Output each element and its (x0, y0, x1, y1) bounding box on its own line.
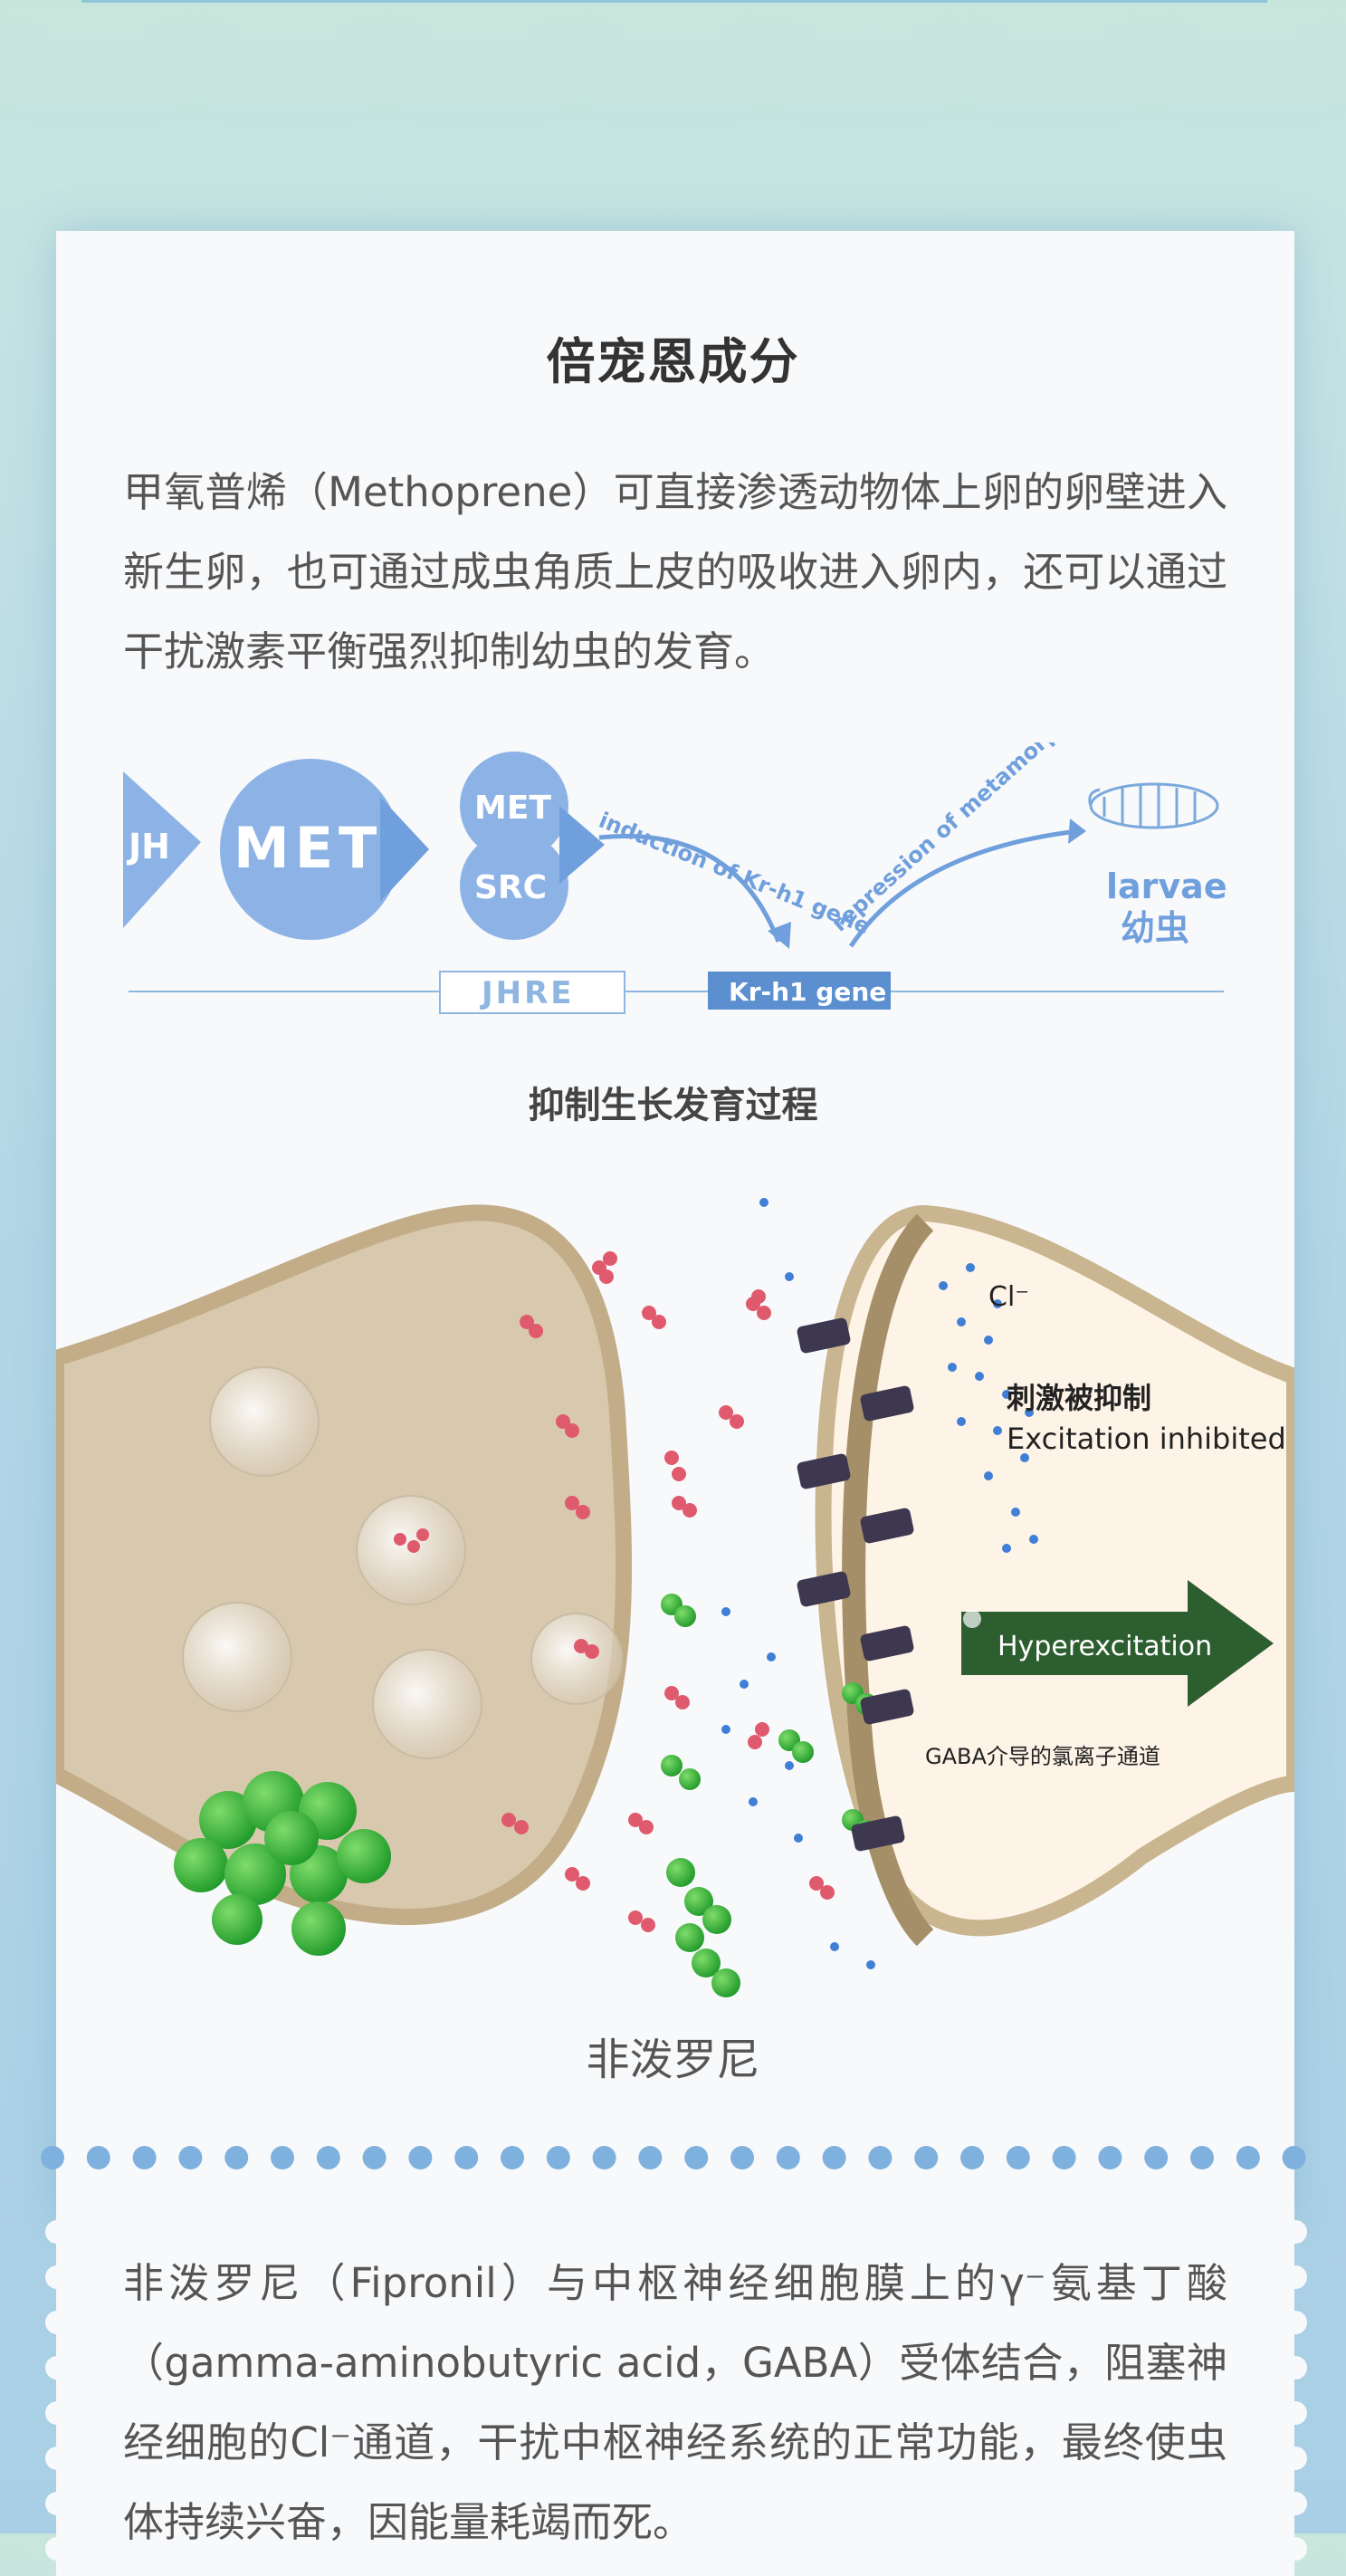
separator-dot (730, 2146, 754, 2169)
met-src-arrowhead (559, 806, 605, 884)
jh-label: JH (126, 827, 170, 867)
src-label: SRC (474, 869, 547, 906)
separator-dot (592, 2146, 616, 2169)
separator-dot (1098, 2146, 1122, 2169)
scallop-dot (1284, 2311, 1307, 2334)
postsynaptic-terminal (815, 1204, 1294, 1937)
scallop-dot (45, 2401, 69, 2425)
scallop-dot (1284, 2401, 1307, 2425)
arrow-highlight (963, 1610, 981, 1628)
separator-dot (868, 2146, 893, 2169)
gaba-channel-label: GABA介导的氯离子通道 (925, 1744, 1160, 1769)
separator-dot (41, 2146, 64, 2169)
separator-dot (408, 2146, 433, 2169)
scallop-dot (45, 2492, 69, 2515)
separator-dot (271, 2146, 294, 2169)
met-label: MET (234, 815, 382, 881)
bottom-card (56, 2214, 1294, 2576)
right-scallop-edge (1284, 2220, 1307, 2561)
repression-arrowhead (1068, 819, 1086, 844)
scallop-dot (1284, 2447, 1307, 2470)
hyperexcitation-arrow (961, 1580, 1274, 1707)
src-circle (460, 831, 568, 940)
scallop-dot (1284, 2265, 1307, 2289)
jhre-label: JHRE (480, 975, 575, 1011)
separator-dot (546, 2146, 570, 2169)
methoprene-caption: 抑制生长发育过程 (528, 1085, 818, 1126)
met-arrowhead (380, 797, 429, 902)
scallop-dot (45, 2356, 69, 2380)
hyperexcitation-label: Hyperexcitation (998, 1631, 1212, 1662)
repression-arrow (848, 828, 1078, 948)
methoprene-paragraph: 甲氧普烯（Methoprene）可直接渗透动物体上卵的卵壁进入新生卵，也可通过成… (123, 468, 1227, 675)
repression-label: repression of metamorphosis (826, 742, 1111, 936)
separator-dot (822, 2146, 846, 2169)
fipronil-paragraph: 非泼罗尼（Fipronil）与中枢神经细胞膜上的γ⁻氨基丁酸（gamma-ami… (123, 2259, 1227, 2546)
separator-dot (178, 2146, 203, 2169)
separator-dot (501, 2146, 524, 2169)
separator-dot (1052, 2146, 1076, 2169)
excitation-en-label: Excitation inhibited (1007, 1422, 1286, 1456)
separator-dot (362, 2146, 387, 2169)
met-small-label: MET (474, 790, 551, 827)
induction-arrow (598, 833, 781, 943)
left-scallop-edge (45, 2220, 69, 2561)
excitation-cn-label: 刺激被抑制 (1007, 1381, 1151, 1415)
jh-shape (123, 771, 201, 928)
separator-dot (914, 2146, 939, 2169)
scallop-dot (45, 2447, 69, 2470)
separator-dot (1190, 2146, 1214, 2169)
separator-dot (960, 2146, 984, 2169)
met-circle (220, 759, 401, 940)
krh1-label: Kr-h1 gene (729, 977, 886, 1007)
scallop-dot (1284, 2356, 1307, 2380)
met-small-circle (460, 752, 568, 860)
scallop-dot (1284, 2220, 1307, 2244)
scallop-dot (45, 2537, 69, 2561)
scallop-dot (1284, 2537, 1307, 2561)
separator-dot (316, 2146, 340, 2169)
scallop-dot (45, 2220, 69, 2244)
larvae-en-label: larvae (1106, 867, 1227, 906)
separator-dot (1144, 2146, 1169, 2169)
synaptic-vesicles (182, 1366, 623, 1759)
induction-arrowhead (768, 922, 791, 949)
chloride-label: Cl⁻ (988, 1281, 1029, 1313)
top-divider-strip (81, 0, 1267, 3)
separator-dot (684, 2146, 709, 2169)
scallop-dot (45, 2265, 69, 2289)
larvae-cn-label: 幼虫 (1121, 908, 1189, 948)
separator-dot (132, 2146, 157, 2169)
separator-dot (776, 2146, 800, 2169)
postsynaptic-membrane (842, 1213, 934, 1947)
separator-dot (638, 2146, 663, 2169)
red-neurotransmitters (394, 1251, 835, 1932)
scallop-dot (1284, 2492, 1307, 2515)
gaba-receptors (797, 1317, 914, 1852)
krh1-box (708, 972, 891, 1010)
dotted-separator (41, 2146, 1306, 2169)
separator-dot (224, 2146, 249, 2169)
fipronil-synapse-diagram: Cl⁻ 刺激被抑制 Excitation inhibited Hyperexci… (56, 1198, 1294, 1997)
methoprene-pathway-diagram: JH MET MET SRC induction of Kr-h1 gene r… (123, 742, 1227, 1014)
larva-icon (1088, 782, 1219, 829)
separator-dot (1006, 2146, 1030, 2169)
separator-dot (1236, 2146, 1260, 2169)
separator-dot (86, 2146, 110, 2169)
chloride-ions (721, 1198, 1038, 1969)
separator-dot (454, 2146, 479, 2169)
presynaptic-terminal (56, 1204, 633, 1925)
scallop-dot (45, 2311, 69, 2334)
fipronil-caption: 非泼罗尼 (586, 2035, 760, 2085)
section-title: 倍宠恩成分 (546, 333, 800, 390)
jhre-box (439, 971, 625, 1014)
separator-dot (1282, 2146, 1306, 2169)
